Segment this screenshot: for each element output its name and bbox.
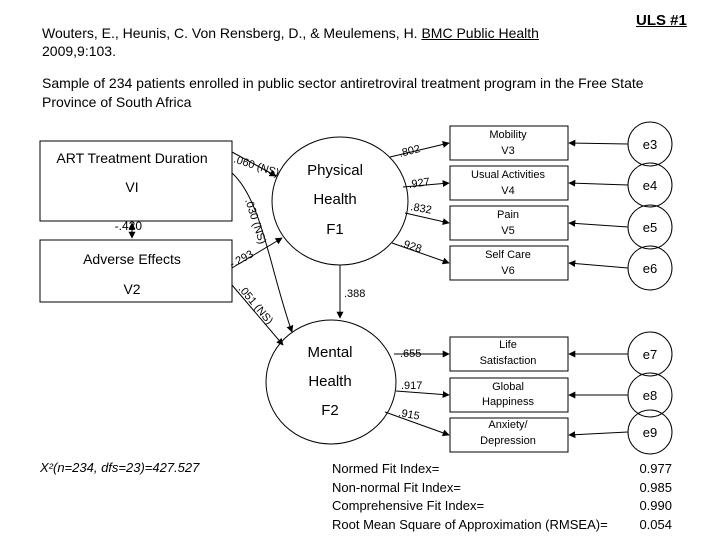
- indicator-self-care-line2: V6: [501, 265, 514, 277]
- uls-badge: ULS #1: [636, 12, 687, 29]
- indicator-box-self-care: [449, 245, 569, 281]
- indicator-self-care-line1: Self Care: [485, 249, 531, 261]
- error-arrow-e6: [568, 260, 629, 269]
- indicator-mobility-line1: Mobility: [489, 129, 527, 141]
- path-ae-physical: [231, 237, 283, 269]
- indicator-box-anxiety-depression: [449, 417, 569, 453]
- error-arrow-e5: [568, 219, 629, 228]
- error-label-e9: e9: [643, 425, 657, 440]
- mental-health-label-2: Health: [308, 373, 351, 390]
- mental-health-label-1: Mental: [307, 344, 352, 361]
- observed-indicators: Mobility V3 Usual Activities V4 Pain V5 …: [449, 125, 569, 453]
- adverse-effects-box: [39, 239, 233, 303]
- mental-health-ellipse: [265, 319, 397, 445]
- adverse-effects-label: Adverse Effects: [83, 251, 181, 267]
- coef-physical-mental: .388: [344, 288, 365, 300]
- fit-value: 0.977: [639, 461, 672, 476]
- error-label-e6: e6: [643, 261, 657, 276]
- error-label-e4: e4: [643, 178, 657, 193]
- error-arrow-e4: [568, 179, 629, 187]
- fit-label: Root Mean Square of Approximation (RMSEA…: [332, 516, 608, 532]
- error-label-e5: e5: [643, 220, 657, 235]
- covariance-label: -.420: [115, 219, 143, 233]
- art-duration-code: VI: [125, 179, 138, 195]
- loading-arrow-v4: [402, 180, 450, 188]
- indicator-box-mobility: [449, 125, 569, 161]
- coef-ae-mental: .051 (NS): [236, 283, 275, 327]
- coef-art-physical: .060 (NS): [232, 153, 280, 179]
- error-terms: e3 e4 e5 e6 e7 e8 e9: [568, 121, 673, 455]
- loading-v4-label: .927: [408, 176, 431, 191]
- fit-indices: Normed Fit Index= 0.977 Non-normal Fit I…: [332, 460, 672, 534]
- indicator-usual-activities-line2: V4: [501, 185, 514, 197]
- chi-square-statistic: X²(n=234, dfs=23)=427.527: [40, 460, 200, 475]
- error-label-e8: e8: [643, 388, 657, 403]
- fit-label: Non-normal Fit Index=: [332, 479, 461, 495]
- indicator-pain-line1: Pain: [497, 209, 519, 221]
- error-label-e3: e3: [643, 137, 657, 152]
- art-duration-box: [39, 140, 233, 222]
- loading-ad-label: .915: [397, 407, 420, 423]
- fit-row-nfi: Normed Fit Index= 0.977: [332, 460, 672, 479]
- loading-v5-label: .832: [409, 201, 432, 217]
- loading-v6-label: .928: [399, 237, 423, 255]
- citation-journal: BMC Public Health: [421, 25, 539, 41]
- physical-health-label-2: Health: [313, 191, 356, 208]
- fit-value: 0.990: [639, 498, 672, 513]
- fit-row-cfi: Comprehensive Fit Index= 0.990: [332, 497, 672, 516]
- fit-value: 0.054: [639, 516, 672, 532]
- error-arrow-e9: [568, 431, 629, 439]
- path-art-physical: [231, 151, 277, 177]
- physical-health-label-1: Physical: [307, 162, 363, 179]
- error-label-e7: e7: [643, 347, 657, 362]
- fit-row-nnfi: Non-normal Fit Index= 0.985: [332, 479, 672, 498]
- indicator-pain-line2: V5: [501, 225, 514, 237]
- fit-row-rmsea: Root Mean Square of Approximation (RMSEA…: [332, 516, 672, 535]
- loading-arrow-v6: [391, 242, 450, 265]
- path-ae-mental: [231, 284, 284, 346]
- citation-year-volume: 2009,9:103.: [42, 43, 116, 59]
- loading-arrow-v5: [404, 212, 450, 226]
- path-art-mental: [231, 172, 294, 333]
- fit-value: 0.985: [639, 479, 672, 495]
- fit-label: Comprehensive Fit Index=: [332, 498, 485, 513]
- sample-description: Sample of 234 patients enrolled in publi…: [42, 75, 644, 110]
- adverse-effects-code: V2: [123, 281, 140, 297]
- indicator-life-satisfaction-line2: Satisfaction: [480, 355, 537, 367]
- physical-health-code: F1: [326, 221, 344, 238]
- loading-arrow-gh: [395, 390, 450, 399]
- loading-ls-label: .655: [400, 348, 421, 360]
- indicator-box-usual-activities: [449, 165, 569, 201]
- indicator-mobility-line2: V3: [501, 145, 514, 157]
- loading-arrow-v3: [389, 141, 450, 158]
- error-arrow-e3: [568, 139, 629, 147]
- indicator-anxiety-depression-line2: Depression: [480, 435, 536, 447]
- mental-health-code: F2: [321, 402, 339, 419]
- fit-label: Normed Fit Index=: [332, 461, 440, 476]
- indicator-life-satisfaction-line1: Life: [499, 339, 517, 351]
- art-duration-label: ART Treatment Duration: [56, 150, 207, 166]
- indicator-box-global-happiness: [449, 377, 569, 413]
- citation: Wouters, E., Heunis, C. Von Rensberg, D.…: [42, 24, 622, 60]
- indicator-anxiety-depression-line1: Anxiety/: [488, 419, 528, 431]
- indicator-global-happiness-line2: Happiness: [482, 396, 534, 408]
- coef-art-mental: .030 (NS): [242, 197, 268, 245]
- citation-authors: Wouters, E., Heunis, C. Von Rensberg, D.…: [42, 25, 422, 41]
- loading-v3-label: .802: [398, 143, 422, 160]
- loading-arrow-ad: [384, 411, 450, 437]
- indicator-global-happiness-line1: Global: [492, 381, 524, 393]
- indicator-box-life-satisfaction: [449, 336, 569, 372]
- loading-gh-label: .917: [401, 380, 422, 392]
- indicator-usual-activities-line1: Usual Activities: [471, 169, 545, 181]
- indicator-box-pain: [449, 205, 569, 241]
